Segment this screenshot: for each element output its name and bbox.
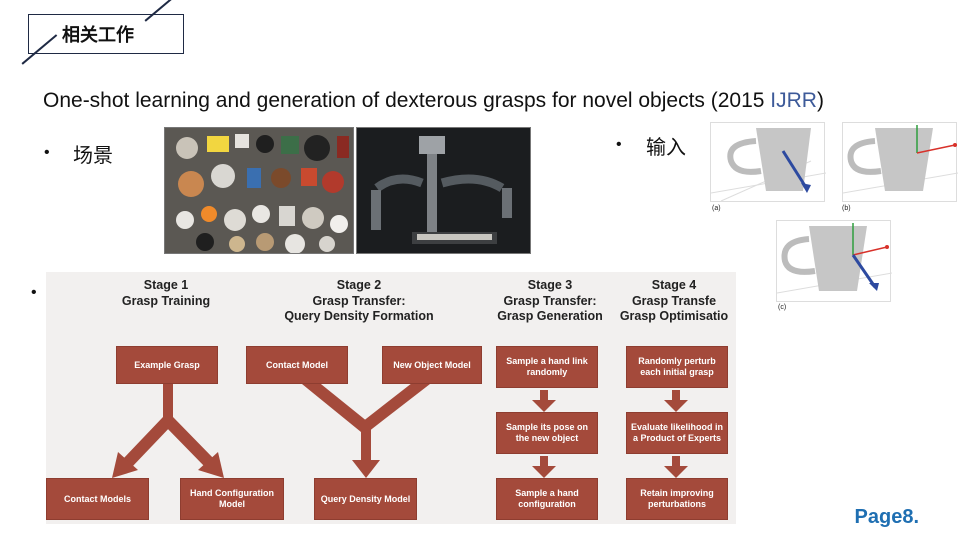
- box-randomly-perturb: Randomly perturb each initial grasp: [626, 346, 728, 388]
- bullet-dot: •: [616, 136, 622, 153]
- paper-title-text: One-shot learning and generation of dext…: [43, 89, 771, 112]
- arrow-stage3-1: [532, 390, 556, 412]
- bullet-dot: •: [44, 144, 50, 161]
- arrow-stage4-2: [664, 456, 688, 478]
- stage-title-line: Query Density Formation: [284, 309, 434, 323]
- arrow-head-left: [112, 452, 138, 478]
- box-contact-models: Contact Models: [46, 478, 149, 520]
- stage-title-line: Grasp Training: [121, 293, 211, 308]
- stage-title-line: Stage 2: [336, 278, 382, 292]
- robot-photo: [356, 127, 531, 254]
- arrow-stem: [163, 384, 173, 424]
- arrow-left-branch: [122, 417, 173, 468]
- box-sample-hand-link: Sample a hand link randomly: [496, 346, 598, 388]
- paper-title-close: ): [816, 89, 824, 112]
- bullet-dot: •: [31, 284, 37, 301]
- bullet-scene-label: 场景: [73, 143, 113, 167]
- arrow-head-right: [198, 452, 224, 478]
- stage-1-title: Stage 1 Grasp Training: [106, 278, 226, 309]
- stage-4-title: Stage 4 Grasp Transfe Grasp Optimisatio: [612, 278, 736, 325]
- page-number: Page8.: [854, 506, 919, 528]
- bullet-input-label: 输入: [646, 135, 686, 159]
- stage-2-title: Stage 2 Grasp Transfer: Query Density Fo…: [274, 278, 444, 325]
- stage-title-line: Stage 4: [651, 278, 697, 292]
- stage-title-line: Grasp Generation: [497, 309, 603, 323]
- stage-title-line: Stage 3: [527, 278, 573, 292]
- box-retain-improving: Retain improving perturbations: [626, 478, 728, 520]
- stage-title-line: Grasp Optimisatio: [619, 309, 729, 323]
- paper-venue: IJRR: [770, 89, 817, 112]
- stage-title-line: Stage 1: [143, 278, 189, 292]
- box-evaluate-likelihood: Evaluate likelihood in a Product of Expe…: [626, 412, 728, 454]
- stage-title-line: Grasp Transfer:: [312, 293, 406, 308]
- box-new-object-model: New Object Model: [382, 346, 482, 384]
- box-query-density-model: Query Density Model: [314, 478, 417, 520]
- box-example-grasp: Example Grasp: [116, 346, 218, 384]
- figure-label-b: (b): [842, 205, 851, 212]
- stage-3-title: Stage 3 Grasp Transfer: Grasp Generation: [490, 278, 610, 325]
- box-sample-pose: Sample its pose on the new object: [496, 412, 598, 454]
- grasp-pipeline-diagram: Stage 1 Grasp Training Stage 2 Grasp Tra…: [46, 272, 736, 524]
- stage-title-line: Grasp Transfer:: [503, 293, 597, 308]
- section-header-box: [28, 14, 184, 54]
- mug-figure-a: [710, 122, 827, 202]
- paper-title: One-shot learning and generation of dext…: [43, 89, 824, 113]
- box-hand-configuration-model: Hand Configuration Model: [180, 478, 284, 520]
- stage-title-line: Grasp Transfe: [631, 293, 717, 308]
- mug-figure-c: [776, 220, 893, 302]
- figure-label-a: (a): [712, 205, 721, 212]
- arrow-down-stem: [361, 422, 371, 462]
- section-header: 相关工作: [62, 25, 134, 46]
- arrow-right-branch: [163, 417, 215, 468]
- objects-photo: [164, 127, 354, 254]
- arrow-merge-left: [302, 376, 368, 432]
- figure-label-c: (c): [778, 304, 787, 311]
- arrow-stage4-1: [664, 390, 688, 412]
- flow-arrows: [112, 376, 688, 478]
- mug-figure-b: [842, 122, 959, 202]
- arrow-head-down: [352, 460, 380, 478]
- box-contact-model: Contact Model: [246, 346, 348, 384]
- box-sample-hand-configuration: Sample a hand configuration: [496, 478, 598, 520]
- arrow-merge-right: [362, 376, 430, 432]
- arrow-stage3-2: [532, 456, 556, 478]
